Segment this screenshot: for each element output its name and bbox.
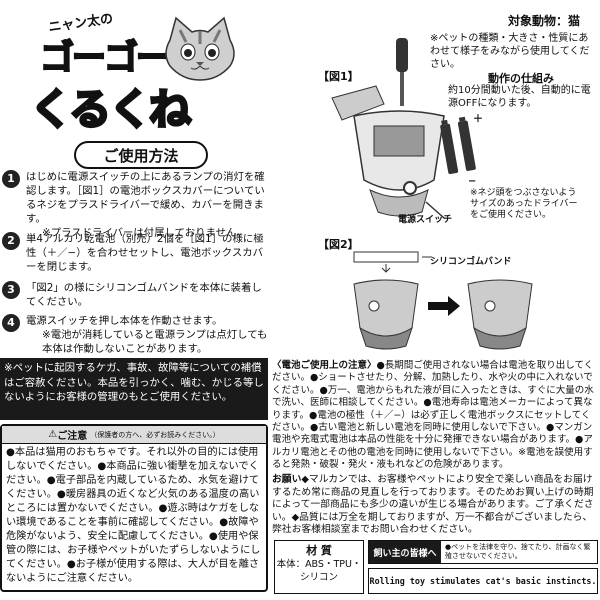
screwdriver-icon <box>396 38 408 72</box>
request-text: お願い◆マルカンでは、お客様やペットにより安全で楽しい商品をお届けするため常に商… <box>272 474 598 537</box>
figure-2-illustration <box>353 251 533 350</box>
product-logo: ニャン太の ゴーゴー くるくね <box>10 4 250 136</box>
caution-body: ●本品は猫用のおもちゃです。それ以外の目的には使用しないでください。●本商品に強… <box>6 447 261 584</box>
step-text: 電源スイッチを押し本体を作動させます。 <box>26 315 223 327</box>
minus-mark: − <box>468 176 477 187</box>
owner-label: 飼い主の皆様へ <box>369 541 441 563</box>
battery-icon <box>440 116 476 175</box>
step-note: ※プラスドライバーは付属しておりません。 <box>42 227 247 239</box>
warning-box: ※ペットに起因するケガ、事故、故障等についての補償はご容赦ください。本品を引っか… <box>0 358 268 420</box>
battery-notes-body: ●長期間ご使用されない場合は電池を取り出してください。●ショートさせたり、分解、… <box>272 360 594 471</box>
band-label: シリコンゴムバンド <box>430 257 512 267</box>
target-animal: 対象動物：猫 <box>508 14 581 28</box>
mechanism-text: 約10分間動いた後、自動的に電源OFFになります。 <box>448 85 591 109</box>
caution-subtitle: （保護者の方へ、必ずお読みください。） <box>90 430 220 439</box>
material-box: 材 質 本体：ABS・TPU・ シリコン <box>274 540 364 594</box>
warning-icon: ⚠ <box>48 429 58 440</box>
battery-notes: 〈電池ご使用上の注意〉●長期間ご使用されない場合は電池を取り出してください。●シ… <box>272 358 600 476</box>
request-body: ◆マルカンでは、お客様やペットにより安全で楽しい商品をお届けするため常に商品の見… <box>272 474 594 535</box>
material-line-2: シリコン <box>299 572 338 583</box>
step-text: はじめに電源スイッチの上にあるランプの消灯を確認します。［図1］の電池ボックスカ… <box>26 171 265 225</box>
power-switch-icon <box>403 181 417 195</box>
figure-1-label: 【図1】 <box>318 70 359 83</box>
battery-notes-text: 〈電池ご使用上の注意〉●長期間ご使用されない場合は電池を取り出してください。●シ… <box>272 360 598 472</box>
step-1: 1 はじめに電源スイッチの上にあるランプの消灯を確認します。［図1］の電池ボック… <box>2 170 270 240</box>
step-number: 4 <box>2 314 20 332</box>
caution-header: ⚠ ご注意 （保護者の方へ、必ずお読みください。） <box>2 426 266 444</box>
english-tagline: Rolling toy stimulates cat's basic insti… <box>368 568 598 594</box>
target-note: ※ペットの種類・大きさ・性質にあわせて様子をみながら使用してください。 <box>430 33 590 70</box>
logo-main-text: くるくね <box>28 84 192 136</box>
usage-title: ご使用方法 <box>74 141 208 169</box>
step-number: 3 <box>2 281 20 299</box>
step-4: 4 電源スイッチを押し本体を作動させます。 ※電池が消耗していると電源ランプは点… <box>2 314 270 356</box>
screw-note: ※ネジ頭をつぶさないようサイズのあったドライバーをご使用ください。 <box>470 188 578 220</box>
material-title: 材 質 <box>306 544 332 557</box>
figure-2-label: 【図2】 <box>318 238 359 251</box>
request-label: お願い <box>272 474 302 485</box>
logo-go-text: ゴーゴー <box>39 37 171 79</box>
owner-text: ●ペットを法律を守り、捨てたり、計画なく繁殖させないでください。 <box>445 543 591 560</box>
figure-1-illustration <box>331 38 445 219</box>
caution-box: ⚠ ご注意 （保護者の方へ、必ずお読みください。） ●本品は猫用のおもちゃです。… <box>0 424 268 592</box>
step-number: 1 <box>2 170 20 188</box>
step-text: 単4アルカリ乾電池（別売）2個を［図1］の様に極性（＋／−）を合わせセットし、電… <box>26 233 264 273</box>
battery-notes-title: 〈電池ご使用上の注意〉 <box>272 360 377 371</box>
caution-title: ご注意 <box>57 431 88 442</box>
step-text: 「図2」の様にシリコンゴムバンドを本体に装着してください。 <box>26 282 262 308</box>
step-note: ※電池が消耗していると電源ランプは点灯しても本体は作動しないことがあります。 <box>42 329 268 355</box>
cat-face-icon <box>165 16 235 81</box>
arrow-right-icon <box>428 296 460 316</box>
mechanism-title: 動作の仕組み <box>488 72 554 85</box>
step-number: 2 <box>2 232 20 250</box>
switch-label: 電源スイッチ <box>398 215 453 225</box>
material-line-1: 本体：ABS・TPU・ <box>276 559 362 570</box>
silicone-band-icon <box>353 251 419 263</box>
owner-notice: 飼い主の皆様へ ●ペットを法律を守り、捨てたり、計画なく繁殖させないでください。 <box>368 540 598 564</box>
step-2: 2 単4アルカリ乾電池（別売）2個を［図1］の様に極性（＋／−）を合わせセットし… <box>2 232 270 274</box>
step-3: 3 「図2」の様にシリコンゴムバンドを本体に装着してください。 <box>2 281 270 309</box>
plus-mark: ＋ <box>473 114 483 125</box>
